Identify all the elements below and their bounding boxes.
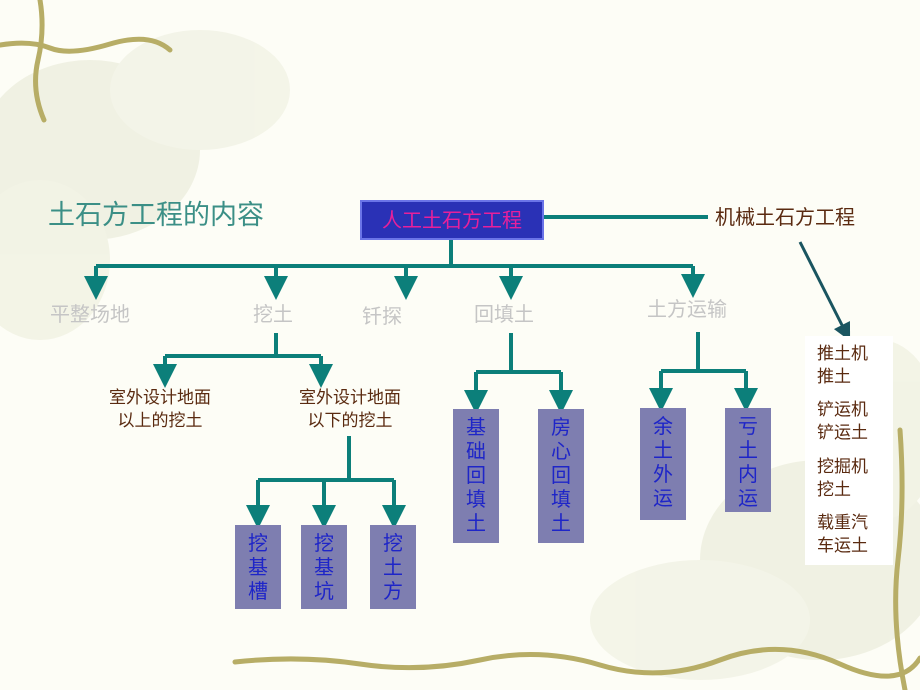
machine-task: 推土	[817, 367, 851, 387]
excavation-type-box: 挖基槽	[235, 525, 281, 609]
line-2: 以上的挖土	[117, 411, 203, 431]
category-node: 平整场地	[50, 302, 130, 326]
machinery-item: 载重汽 车运土	[817, 512, 868, 558]
category-node: 挖土	[253, 302, 293, 326]
machine-task: 铲运土	[817, 423, 868, 443]
mechanical-node: 机械土石方工程	[715, 205, 855, 229]
backfill-type-box: 房心回填土	[538, 409, 584, 543]
excavation-above-node: 室外设计地面 以上的挖土	[90, 387, 230, 433]
line-2: 以下的挖土	[307, 411, 393, 431]
machinery-item: 铲运机 铲运土	[817, 399, 868, 445]
box-text: 挖土方	[383, 531, 403, 603]
transport-type-box: 余土外运	[640, 408, 686, 520]
machine-name: 载重汽	[817, 513, 868, 533]
category-node: 钎探	[362, 304, 402, 328]
page-title: 土石方工程的内容	[48, 200, 264, 231]
box-text: 房心回填土	[551, 415, 571, 535]
machine-task: 车运土	[817, 536, 868, 556]
excavation-below-node: 室外设计地面 以下的挖土	[280, 387, 420, 433]
box-text: 基础回填土	[466, 415, 486, 535]
box-text: 挖基槽	[248, 531, 268, 603]
machine-name: 挖掘机	[817, 457, 868, 477]
box-text: 亏土内运	[738, 414, 758, 510]
line-1: 室外设计地面	[109, 388, 211, 408]
transport-type-box: 亏土内运	[725, 408, 771, 512]
category-node: 土方运输	[647, 297, 727, 321]
backfill-type-box: 基础回填土	[453, 409, 499, 543]
machine-task: 挖土	[817, 480, 851, 500]
box-text: 挖基坑	[314, 531, 334, 603]
root-node: 人工土石方工程	[360, 200, 544, 240]
box-text: 余土外运	[653, 414, 673, 510]
line-1: 室外设计地面	[299, 388, 401, 408]
machinery-item: 推土机 推土	[817, 343, 868, 389]
machinery-panel: 推土机 推土 铲运机 铲运土 挖掘机 挖土 载重汽 车运土	[805, 336, 893, 565]
machine-name: 铲运机	[817, 400, 868, 420]
category-node: 回填土	[474, 302, 534, 326]
machine-name: 推土机	[817, 344, 868, 364]
machinery-item: 挖掘机 挖土	[817, 456, 868, 502]
excavation-type-box: 挖土方	[370, 525, 416, 609]
excavation-type-box: 挖基坑	[301, 525, 347, 609]
